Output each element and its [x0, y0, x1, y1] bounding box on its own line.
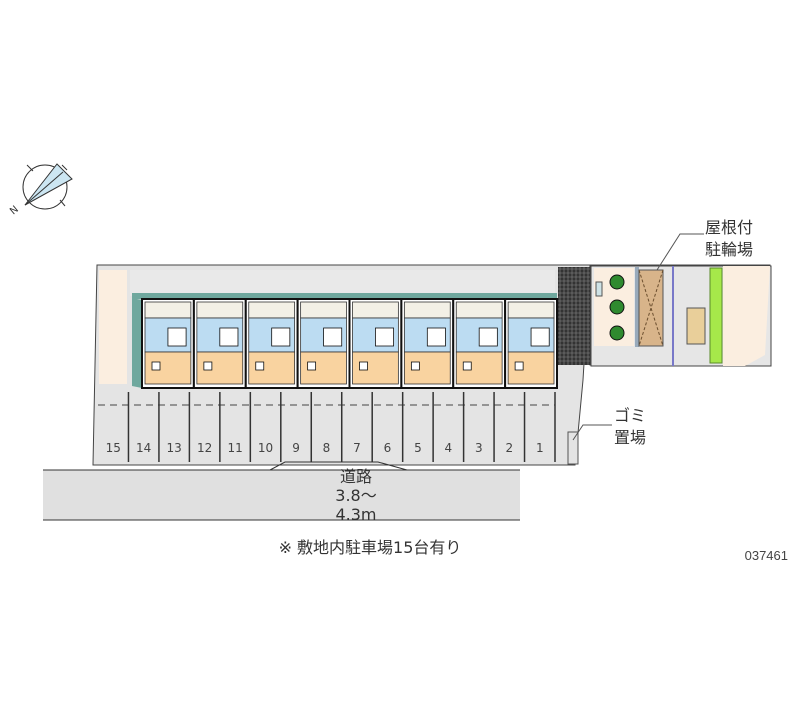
parking-space-number: 13 — [167, 441, 182, 455]
apartment-unit — [452, 298, 507, 389]
road — [43, 461, 520, 521]
apartment-unit — [504, 298, 558, 389]
compass-icon: N — [8, 163, 73, 217]
hedge — [709, 267, 723, 364]
apartment-unit — [244, 298, 299, 389]
parking-space-number: 12 — [197, 441, 212, 455]
site-back-strip — [130, 270, 555, 296]
parking-space-number: 7 — [353, 441, 361, 455]
apartment-unit — [296, 298, 351, 389]
walkway-grating — [558, 267, 590, 365]
parking-space-number: 8 — [323, 441, 331, 455]
parking-space-number: 2 — [505, 441, 513, 455]
apartment-unit — [400, 298, 455, 389]
road-width-line1: 3.8〜 — [335, 486, 376, 505]
parking-space-number: 1 — [536, 441, 544, 455]
bike-parking-label-line1: 屋根付 — [705, 218, 753, 237]
site-left-garden — [99, 270, 127, 384]
tree-icon — [609, 274, 625, 290]
property-code: 037461 — [745, 548, 788, 563]
storage-box — [686, 307, 706, 345]
tree-icon — [609, 325, 625, 341]
garbage-area — [567, 424, 612, 465]
annex-area — [590, 265, 772, 367]
apartment-unit — [141, 298, 195, 389]
parking-space-number: 9 — [292, 441, 300, 455]
parking-lot: 15 14 13 12 11 10 9 8 7 6 5 4 3 2 1 — [98, 392, 556, 462]
apartment-unit — [192, 298, 247, 389]
parking-space-number: 3 — [475, 441, 483, 455]
parking-space-number: 15 — [106, 441, 121, 455]
apartment-building — [132, 293, 558, 389]
parking-space-number: 10 — [258, 441, 273, 455]
parking-space-number: 6 — [384, 441, 392, 455]
bicycle-shed — [638, 269, 664, 347]
parking-note: ※ 敷地内駐車場15台有り — [279, 538, 462, 557]
tree-icon — [609, 299, 625, 315]
bike-parking-label-line2: 駐輪場 — [705, 240, 753, 259]
garbage-label-line1: ゴミ — [614, 406, 646, 425]
parking-space-number: 11 — [227, 441, 242, 455]
parking-space-number: 4 — [445, 441, 453, 455]
parking-space-number: 14 — [136, 441, 151, 455]
apartment-unit — [348, 298, 403, 389]
road-label: 道路 — [340, 467, 372, 486]
garbage-label-line2: 置場 — [614, 428, 646, 447]
road-width-line2: 4.3m — [335, 505, 376, 524]
compass-north-label: N — [8, 204, 21, 217]
parking-space-number: 5 — [414, 441, 422, 455]
